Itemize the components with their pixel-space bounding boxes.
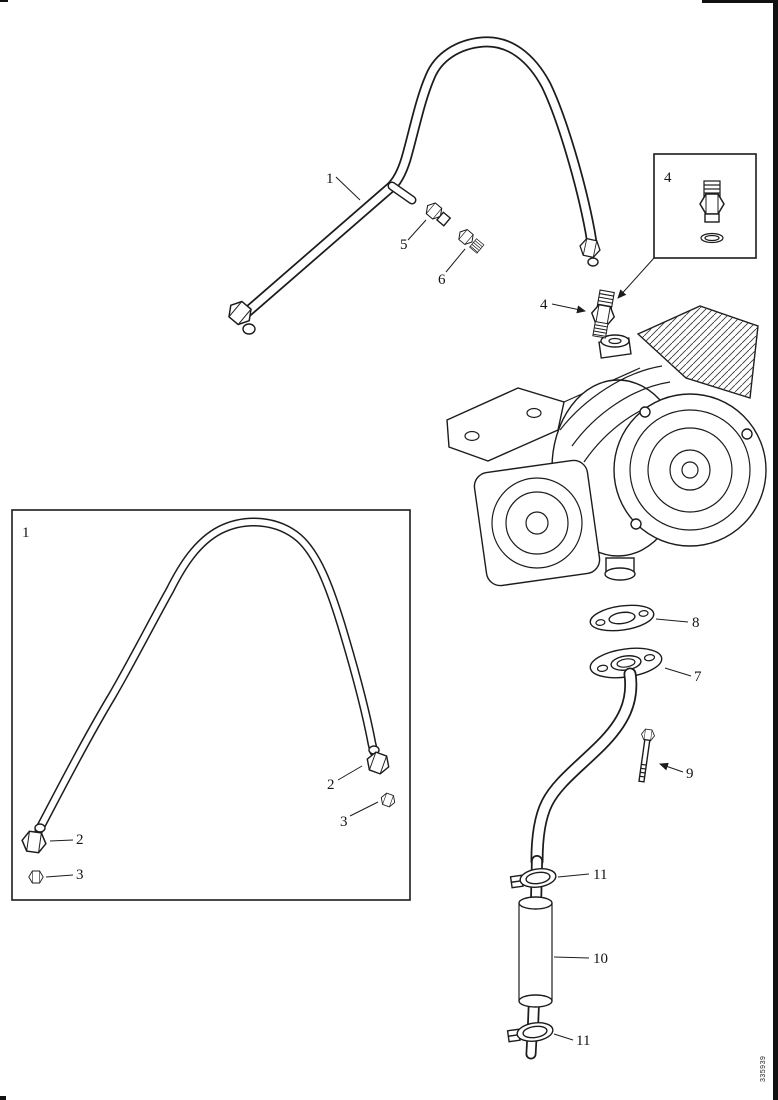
callout-elbow-fitting: 5 [400,219,427,253]
drain-hose-part [518,896,553,1008]
doc-code: 335939 [760,1056,767,1082]
callout-inset-box-1: 1 [22,525,30,541]
callout-cap-screw: 9 [659,762,694,782]
inset-box-tube [11,509,411,901]
callout-label: 1 [326,171,334,187]
callout-clamp-lower: 11 [553,1033,590,1049]
compressor-housing [613,393,767,547]
callout-nut-left: 2 [49,832,84,848]
inset-supply-tube [34,517,380,835]
oil-supply-tube [223,36,603,335]
cap-screw-part [638,728,656,783]
callout-label: 6 [438,272,446,288]
tube-end-nut-upper [577,236,603,267]
connector-fitting-part [455,226,485,254]
callout-supply-tube: 1 [326,171,361,201]
callout-clamp-upper: 11 [557,867,607,883]
callout-label: 8 [692,615,700,631]
callout-label: 4 [540,297,548,313]
callout-label: 2 [76,832,84,848]
tube-ferrule-left-part [28,870,44,884]
tube-nut-left-part [19,829,49,855]
callout-drain-hose: 10 [553,951,608,967]
callout-label: 11 [593,867,607,883]
callout-nut-right: 2 [327,765,363,793]
tube-ferrule-right-part [378,791,398,809]
adapter-fitting-detail [699,180,725,223]
turbine-inlet-flange [473,459,601,587]
gasket-part [589,604,655,632]
tube-end-nut-lower [223,296,257,335]
callout-label: 5 [400,237,408,253]
callout-adapter-fitting: 4 [540,297,586,314]
callout-label: 9 [686,766,694,782]
elbow-fitting-part [422,199,452,227]
adapter-fitting-part [589,289,617,339]
drain-flange-part [589,647,663,679]
callout-label: 11 [576,1033,590,1049]
inset-box-adapter [617,153,757,299]
tube-nut-right-part [363,749,393,777]
exhaust-flange-hatched-plate [636,305,759,399]
callout-gasket: 8 [655,615,700,631]
oil-inlet-boss [598,334,632,359]
hose-clamp-lower [506,1019,555,1046]
turbocharger [446,305,767,587]
callout-label: 3 [340,814,348,830]
callout-ferrule-right: 3 [340,801,379,830]
callout-ferrule-left: 3 [45,867,84,883]
oil-drain-stub [604,557,636,581]
callout-label: 3 [76,867,84,883]
inset-pointer-arrow [617,257,655,299]
callout-connector-fitting: 6 [438,248,466,288]
callout-label: 10 [593,951,608,967]
callout-drain-flange: 7 [664,667,702,685]
o-ring [700,232,724,244]
callout-inset-box-4: 4 [664,170,672,186]
callout-label: 2 [327,777,335,793]
callout-label: 7 [694,669,702,685]
hose-clamp-upper [509,865,558,892]
mounting-bracket [446,387,565,462]
